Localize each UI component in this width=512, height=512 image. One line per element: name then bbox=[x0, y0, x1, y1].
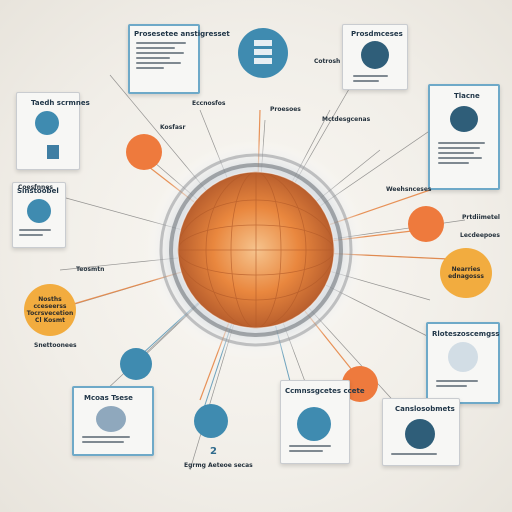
card-bottom-left-title: Mcoas Tsese bbox=[84, 394, 133, 402]
label-right-mid2: Lecdeepoes bbox=[460, 232, 500, 239]
hierarchy-icon bbox=[448, 342, 478, 372]
label-left: Teosmtn bbox=[76, 266, 105, 273]
small-label-3: Proesoes bbox=[270, 106, 301, 113]
node-teal-left bbox=[120, 348, 152, 380]
settings-icon bbox=[405, 419, 435, 449]
blob-right: Nearries ednagosss bbox=[440, 248, 492, 298]
card-top-right: Prosdmceses bbox=[342, 24, 408, 90]
card-top-text bbox=[136, 42, 192, 69]
blob-left: Nosths cceseerss Tocrsvecetion Cl Kosmt bbox=[24, 284, 76, 336]
card-right-top: Tlacne bbox=[428, 84, 500, 190]
connector-icon bbox=[450, 106, 478, 132]
bottom-numeral: 2 bbox=[210, 446, 217, 457]
small-label-6: Coesfnnes bbox=[18, 184, 53, 191]
server-icon bbox=[238, 28, 288, 78]
small-label-2: Mctdesgcenas bbox=[322, 116, 371, 123]
small-label-1: Eccnosfos bbox=[192, 100, 226, 107]
card-left-top: Taedh scrmnes bbox=[16, 92, 90, 170]
card-left-top-title: Taedh scrmnes bbox=[31, 99, 90, 107]
chart-icon bbox=[47, 145, 59, 159]
globe-icon bbox=[297, 407, 331, 441]
edit-icon bbox=[35, 111, 59, 135]
node-orange-top-left bbox=[126, 134, 162, 170]
card-left-mid-title: Sinstoobel bbox=[17, 187, 59, 195]
card-right-bottom: Rloteszoscemgss bbox=[426, 322, 500, 404]
node-teal-bottom bbox=[194, 404, 228, 438]
card-bottom-right: Canslosobmets bbox=[382, 398, 460, 466]
label-right-mid: Prtdiimetel bbox=[462, 214, 500, 221]
small-label-4: Snettoonees bbox=[34, 342, 77, 349]
small-label-7: Weehsnceses bbox=[386, 186, 432, 193]
card-right-top-title: Tlacne bbox=[454, 92, 480, 100]
process-icon bbox=[361, 41, 389, 69]
node-orange-right bbox=[408, 206, 444, 242]
card-top-title: Prosesetee anstigresset bbox=[134, 30, 230, 38]
card-bottom-mid-title: Ccmnssgcetes ccete bbox=[285, 387, 365, 395]
bottom-caption: Egrmg Aeteoe secas bbox=[184, 462, 253, 469]
card-right-bottom-title: Rloteszoscemgss bbox=[432, 330, 500, 338]
small-label-5: Cotrosh bbox=[314, 58, 341, 65]
card-bottom-left: Mcoas Tsese bbox=[72, 386, 154, 456]
document-icon bbox=[27, 199, 51, 223]
card-bottom-mid: Ccmnssgcetes ccete bbox=[280, 380, 365, 464]
small-label-0: Kosfasr bbox=[160, 124, 186, 131]
card-top: Prosesetee anstigresset bbox=[128, 24, 230, 94]
card-left-mid: Sinstoobel bbox=[12, 182, 66, 248]
card-bottom-right-title: Canslosobmets bbox=[395, 405, 455, 413]
card-top-right-title: Prosdmceses bbox=[351, 30, 403, 38]
storage-icon bbox=[96, 406, 126, 432]
